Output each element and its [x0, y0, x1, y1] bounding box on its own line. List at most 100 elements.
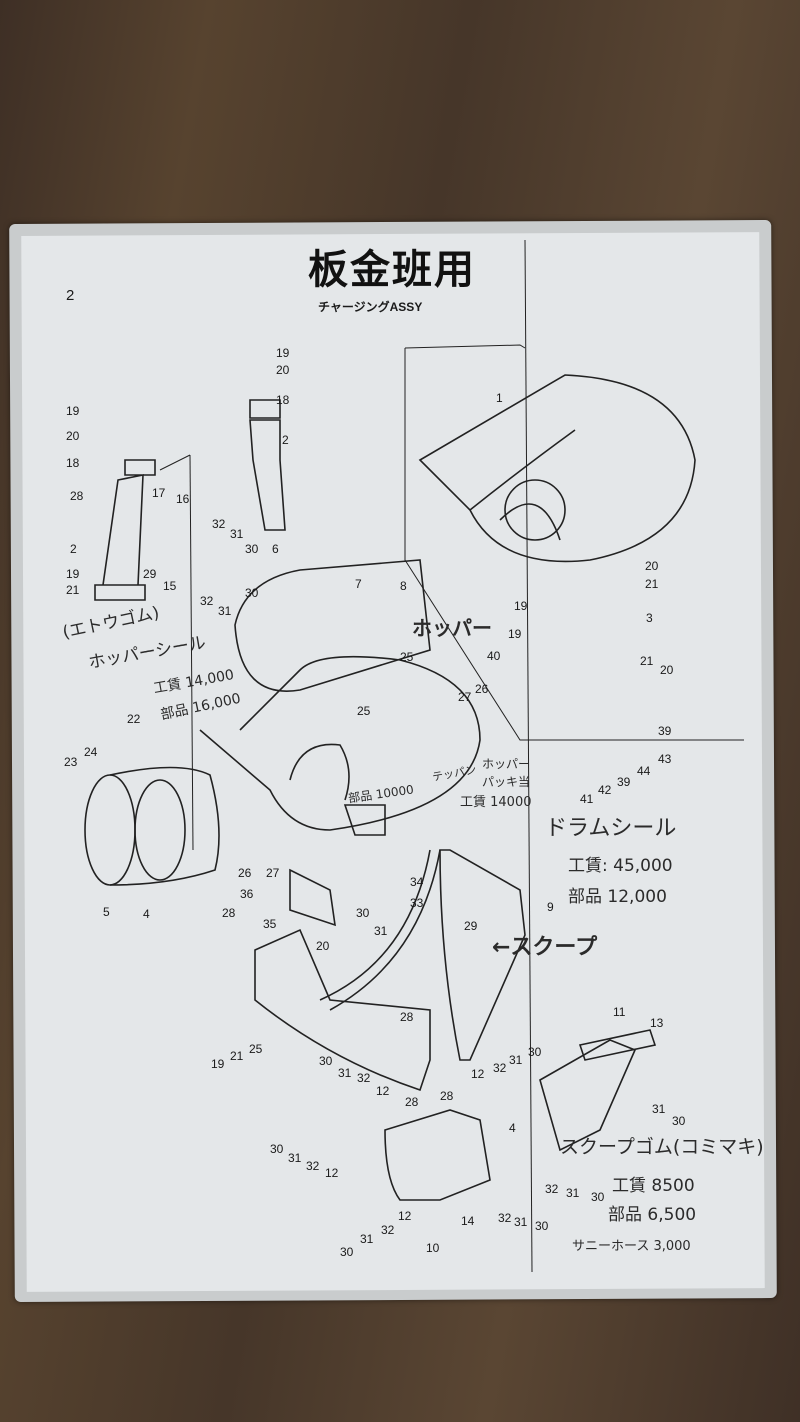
part-callout: 17 — [152, 486, 166, 500]
part-callout: 5 — [103, 905, 110, 919]
part-callout: 30 — [245, 542, 259, 556]
part-callout: 34 — [410, 875, 424, 889]
drum-ring-4 — [109, 766, 220, 886]
part-callout: 43 — [658, 752, 672, 766]
scoop-cover-10 — [384, 1109, 491, 1201]
part-callout: 10 — [426, 1241, 440, 1255]
hopper-note: ホッパー — [412, 616, 492, 640]
part-callout: 20 — [276, 363, 290, 377]
part-callout: 32 — [357, 1071, 371, 1085]
part-callout: 21 — [66, 583, 80, 597]
part-callout: 11 — [613, 1005, 626, 1019]
part-callout: 19 — [66, 567, 80, 581]
part-callout: 29 — [143, 567, 157, 581]
part-callout: 16 — [176, 492, 190, 506]
part-callout: 31 — [566, 1186, 580, 1200]
part-callout: 40 — [487, 649, 501, 663]
part-callout: 32 — [306, 1159, 320, 1173]
part-callout: 31 — [374, 924, 388, 938]
drum-seal-5 — [84, 774, 136, 886]
part-callout: 20 — [66, 429, 80, 443]
part-callout: 39 — [617, 775, 631, 789]
part-callout: 30 — [319, 1054, 333, 1068]
part-callout: 32 — [212, 517, 226, 531]
part-callout: 14 — [461, 1214, 475, 1228]
part-callout: 32 — [493, 1061, 507, 1075]
part-callout: 30 — [528, 1045, 542, 1059]
part-callout: 32 — [200, 594, 214, 608]
hopper-bowl — [199, 655, 481, 831]
part-callout: 20 — [316, 939, 330, 953]
part-callout: 9 — [547, 900, 554, 914]
scoop-rubber-labor: 工賃 8500 — [612, 1176, 695, 1196]
part-callout: 19 — [508, 627, 522, 641]
part-callout: 26 — [475, 682, 489, 696]
part-callout: 30 — [591, 1190, 605, 1204]
part-callout: 2 — [70, 542, 77, 556]
part-callout: 27 — [266, 866, 280, 880]
part-callout: 30 — [356, 906, 370, 920]
part-callout: 19 — [276, 346, 290, 360]
part-callout: 28 — [400, 1010, 414, 1024]
part-callout: 30 — [672, 1114, 686, 1128]
hopper-packing-labor: 工賃 14000 — [460, 795, 532, 810]
assembly-subtitle: チャージングASSY — [318, 300, 423, 314]
part-callout: 19 — [211, 1057, 225, 1071]
part-callout: 4 — [509, 1121, 516, 1135]
part-callout: 30 — [535, 1219, 549, 1233]
drum-seal-labor: 工賃: 45,000 — [568, 856, 673, 876]
page-title: 板金班用 — [308, 247, 476, 293]
part-callout: 25 — [249, 1042, 263, 1056]
part-callout: 22 — [127, 712, 141, 726]
part-callout: 18 — [276, 393, 290, 407]
part-callout: 44 — [637, 764, 651, 778]
part-callout: 20 — [645, 559, 659, 573]
part-callout: 21 — [645, 577, 659, 591]
part-callout: 23 — [64, 755, 78, 769]
part-callout: 30 — [270, 1142, 284, 1156]
part-callout: 26 — [238, 866, 252, 880]
part-callout: 31 — [360, 1232, 374, 1246]
drum-seal-parts: 部品 12,000 — [568, 887, 667, 907]
part-callout: 27 — [458, 690, 472, 704]
part-callout: 21 — [230, 1049, 244, 1063]
hopper-packing-1: ホッパー — [482, 757, 531, 771]
part-callout: 32 — [381, 1223, 395, 1237]
part-callout: 12 — [325, 1166, 339, 1180]
part-callout: 25 — [400, 650, 414, 664]
part-callout: 31 — [230, 527, 244, 541]
page-number: 2 — [66, 287, 75, 304]
part-callout: 32 — [545, 1182, 559, 1196]
part-callout: 29 — [464, 919, 478, 933]
part-callout: 1 — [496, 391, 503, 405]
part-callout: 35 — [263, 917, 277, 931]
part-callout: 28 — [70, 489, 84, 503]
hopper-cover-6 — [234, 559, 431, 692]
part-callout: 8 — [400, 579, 407, 593]
part-callout: 12 — [398, 1209, 412, 1223]
part-callout: 12 — [376, 1084, 390, 1098]
part-callout: 19 — [514, 599, 528, 613]
hopper-1 — [418, 374, 696, 563]
part-callout: 25 — [357, 704, 371, 718]
stay-left — [94, 459, 156, 601]
part-callout: 32 — [498, 1211, 512, 1225]
stay-2 — [249, 399, 286, 531]
sunny-hose-note: サニーホース 3,000 — [572, 1239, 691, 1254]
part-callout: 12 — [471, 1067, 485, 1081]
part-callout: 21 — [640, 654, 654, 668]
part-callout: 28 — [405, 1095, 419, 1109]
scoop-note: ←スクープ — [492, 935, 598, 960]
scoop-body — [254, 928, 431, 1092]
part-callout: 6 — [272, 542, 279, 556]
part-callout: 31 — [652, 1102, 666, 1116]
part-callout: 42 — [598, 783, 612, 797]
part-callout: 31 — [338, 1066, 352, 1080]
part-callout: 2 — [282, 433, 289, 447]
scoop-rubber-11 — [539, 1039, 637, 1152]
part-callout: 18 — [66, 456, 80, 470]
fold-line — [524, 239, 533, 1273]
part-callout: 15 — [163, 579, 177, 593]
part-callout: 30 — [245, 586, 259, 600]
